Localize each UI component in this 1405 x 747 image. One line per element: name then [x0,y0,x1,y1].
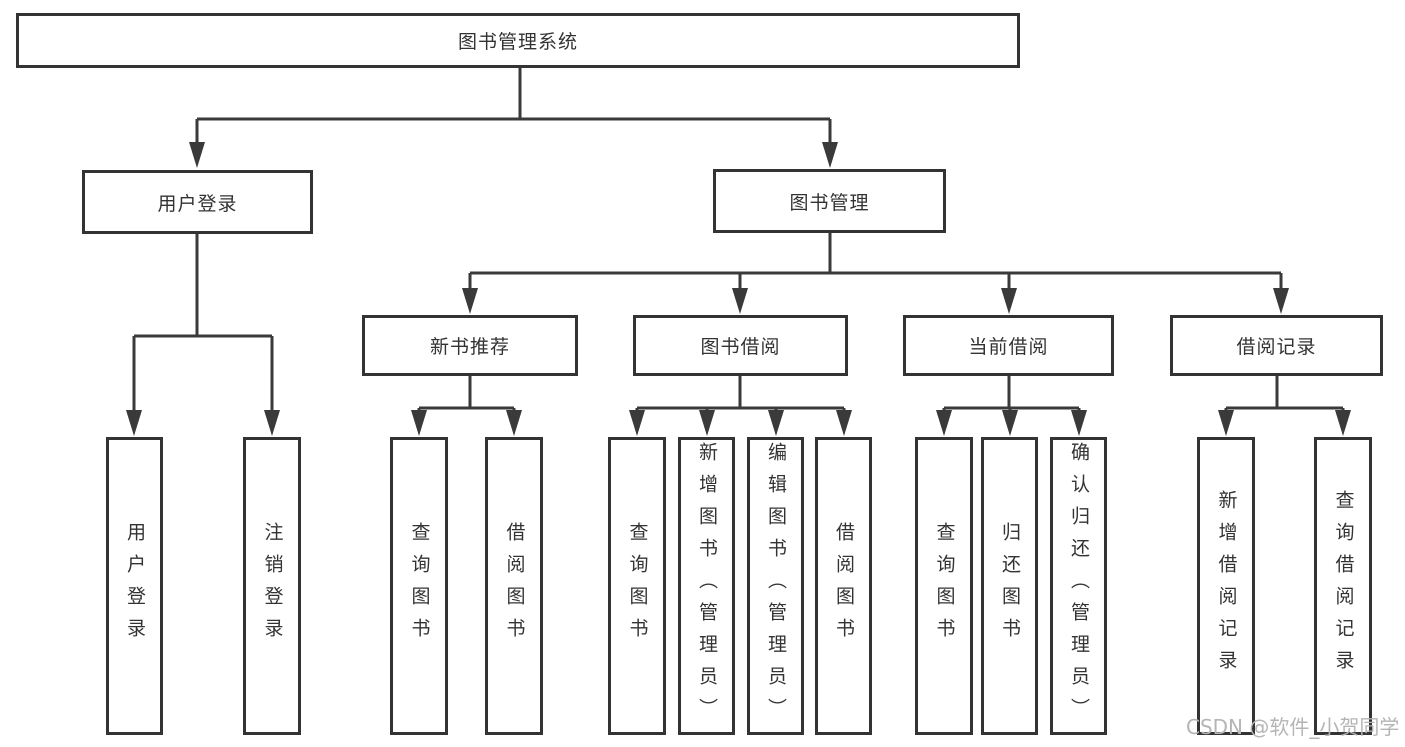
connector-borrow-records-children [1218,376,1351,436]
node-label: 查询借阅记录 [1332,490,1355,682]
node-label: 图书借阅 [700,336,781,358]
node-label: 当前借阅 [968,336,1049,358]
node-label: 新增图书（管理员） [696,442,718,730]
connector-current-borrow-children [936,376,1087,436]
leaf-records-query-record: 查询借阅记录 [1314,437,1372,735]
node-label: 用户登录 [124,522,146,650]
node-label: 编辑图书（管理员） [765,442,787,730]
node-label: 确认归还（管理员） [1068,442,1090,730]
node-current-borrow: 当前借阅 [903,315,1114,376]
node-label: 图书管理 [789,191,870,214]
node-label: 新增借阅记录 [1215,490,1238,682]
node-book-management-system: 图书管理系统 [16,13,1020,68]
leaf-newrec-borrow-books: 借阅图书 [485,437,543,735]
node-label: 借阅记录 [1236,336,1317,358]
leaf-logout: 注销登录 [243,437,301,735]
leaf-records-add-record: 新增借阅记录 [1197,437,1255,735]
node-label: 查询图书 [626,522,649,650]
node-book-management: 图书管理 [713,169,946,233]
leaf-borrow-add-books-admin: 新增图书（管理员） [678,437,735,735]
leaf-borrow-edit-books-admin: 编辑图书（管理员） [747,437,804,735]
leaf-borrow-query-books: 查询图书 [608,437,666,735]
node-label: 查询图书 [933,522,956,650]
leaf-current-confirm-return-admin: 确认归还（管理员） [1050,437,1107,735]
node-label: 注销登录 [261,522,284,650]
node-book-borrow: 图书借阅 [633,315,848,376]
node-new-book-recommend: 新书推荐 [362,315,578,376]
node-borrow-records: 借阅记录 [1170,315,1383,376]
connector-root-to-level2 [189,68,838,168]
leaf-borrow-borrow-books: 借阅图书 [815,437,872,735]
node-label: 归还图书 [999,522,1021,650]
connector-book-management-children [462,233,1289,314]
node-label: 查询图书 [408,522,431,650]
node-user-login: 用户登录 [82,170,313,234]
leaf-current-query-books: 查询图书 [915,437,973,735]
node-label: 借阅图书 [503,522,526,650]
csdn-watermark: CSDN @软件_小贺同学 [1186,715,1400,739]
connector-user-login-children [126,234,280,436]
leaf-current-return-books: 归还图书 [981,437,1038,735]
node-label: 新书推荐 [429,336,510,358]
node-label: 借阅图书 [833,522,855,650]
connector-book-borrow-children [629,376,852,436]
node-label: 图书管理系统 [457,31,578,53]
leaf-newrec-query-books: 查询图书 [390,437,448,735]
node-label: 用户登录 [157,192,238,215]
leaf-user-login: 用户登录 [106,437,163,735]
connector-new-book-recommend-children [411,376,522,436]
